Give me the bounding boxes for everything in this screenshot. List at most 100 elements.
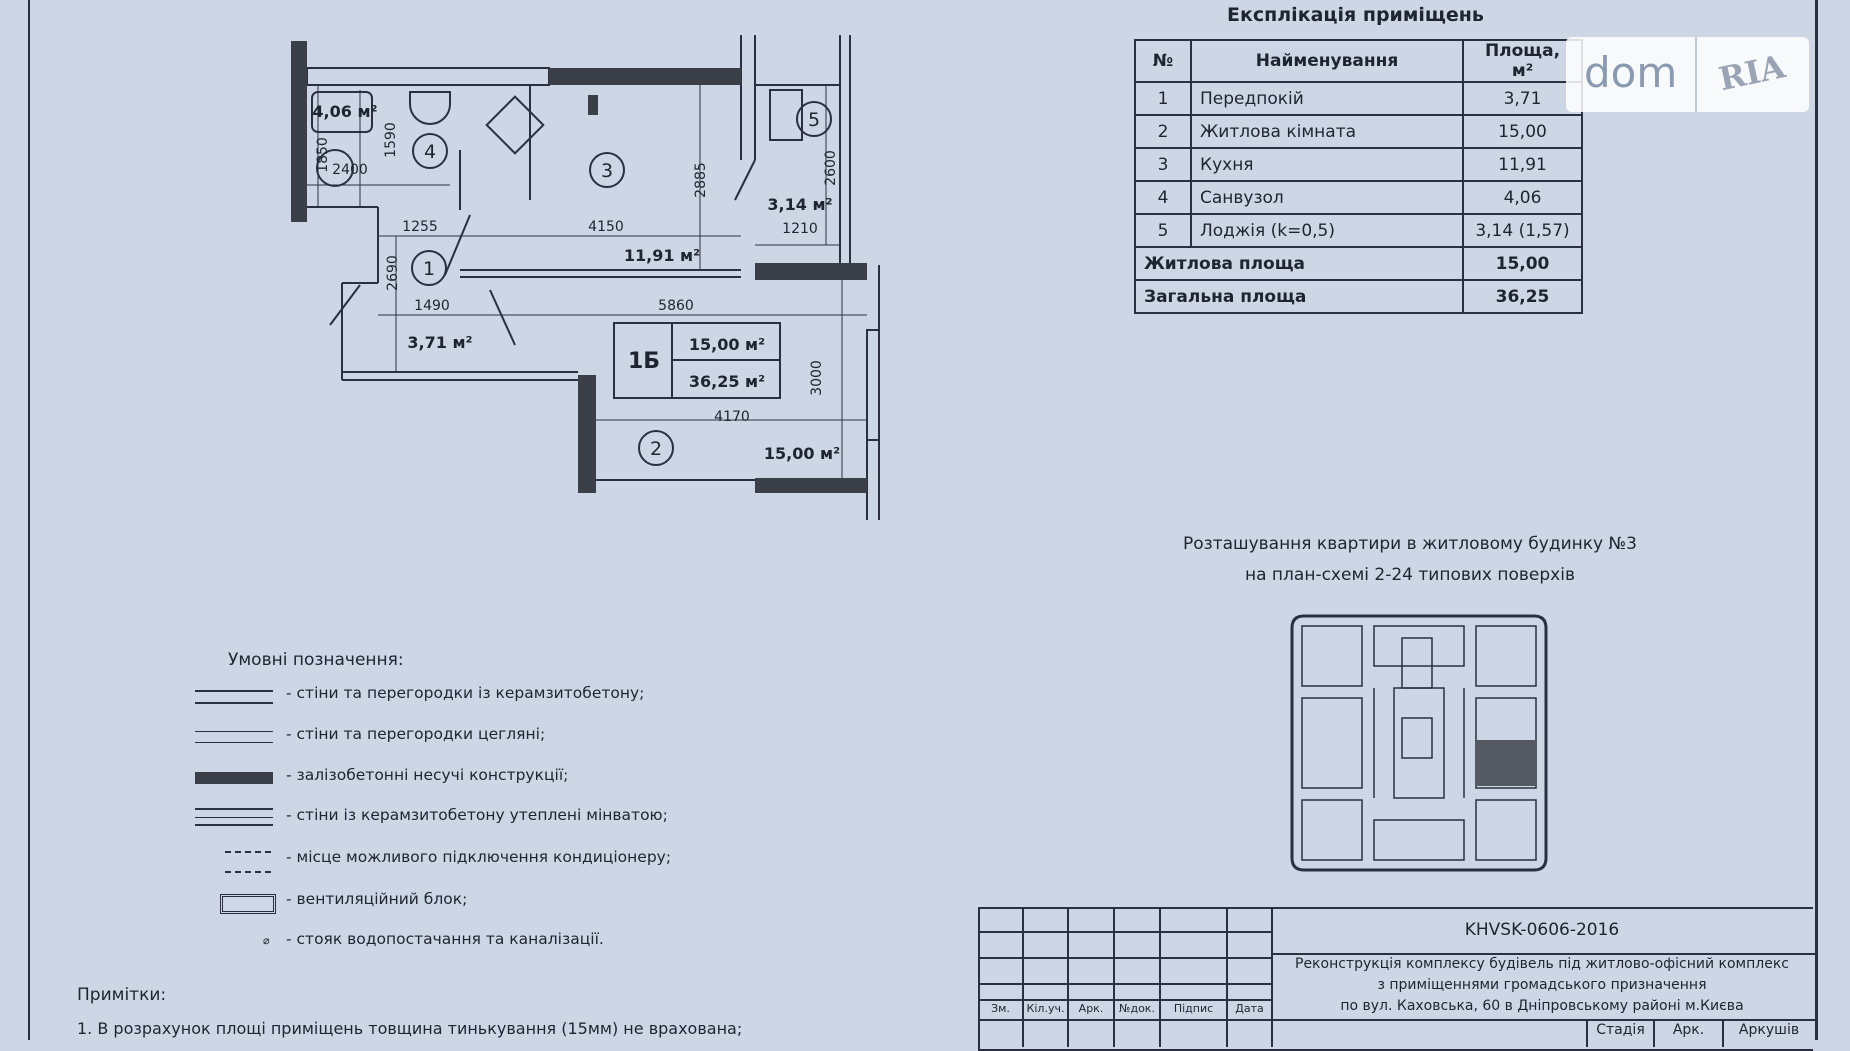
legend-symbol-riser-icon: ⌀ <box>263 934 270 947</box>
room-3-area: 11,91 м² <box>624 246 700 265</box>
legend-item: - залізобетонні несучі конструкції; <box>286 766 569 784</box>
legend-item: - стояк водопостачання та каналізації. <box>286 930 604 948</box>
col-ark: Арк. <box>1078 1002 1104 1015</box>
sheets-label: Аркушів <box>1738 1022 1800 1038</box>
legend-title: Умовні позначення: <box>228 650 404 670</box>
room-2-marker <box>638 430 674 466</box>
building-floor-schema <box>1290 614 1548 872</box>
room-5-area: 3,14 м² <box>767 195 832 214</box>
legend-item: - стіни із керамзитобетону утеплені мінв… <box>286 806 668 824</box>
project-desc-2: з приміщеннями громадського призначення <box>1377 977 1707 993</box>
title-block-grid <box>978 907 1818 1047</box>
cell-area: 11,91 <box>1462 147 1583 182</box>
legend-symbol-insulated-wall <box>195 808 273 826</box>
dim-5860: 5860 <box>658 298 694 314</box>
living-area-value: 15,00 <box>1462 246 1583 281</box>
cell-area: 3,14 (1,57) <box>1462 213 1583 248</box>
legend-item: - вентиляційний блок; <box>286 890 468 908</box>
legend-item: - місце можливого підключення кондиціоне… <box>286 848 672 866</box>
dim-2885: 2885 <box>693 162 709 198</box>
window-strip <box>306 67 550 86</box>
col-sign: Підпис <box>1173 1002 1214 1015</box>
table-header: № Найменування Площа, м² <box>1134 39 1583 83</box>
floor-plan: 4 3 5 1 2 4,06 м² 3,14 м² 11,91 м² 3,71 … <box>291 35 880 520</box>
location-line-2: на план-схемі 2-24 типових поверхів <box>1245 565 1575 585</box>
sheet-label: Арк. <box>1672 1022 1705 1038</box>
cell-no: 1 <box>1134 81 1192 116</box>
cell-no: 5 <box>1134 213 1192 248</box>
logo-ria: RIA <box>1715 46 1789 98</box>
dim-3000: 3000 <box>809 360 825 396</box>
cell-name: Кухня <box>1190 147 1464 182</box>
room-5-number: 5 <box>808 109 820 131</box>
living-area-label: Житлова площа <box>1134 246 1464 281</box>
title-block-columns: Зм. Кіл.уч. Арк. №док. Підпис Дата <box>978 1002 1274 1015</box>
dim-1210: 1210 <box>782 221 818 237</box>
legend-symbol-brick-wall <box>195 731 273 743</box>
cell-area: 4,06 <box>1462 180 1583 215</box>
room-4-marker <box>412 133 448 169</box>
room-3-number: 3 <box>601 160 613 182</box>
project-desc-3: по вул. Каховська, 60 в Дніпровському ра… <box>1340 998 1744 1014</box>
col-zm: Зм. <box>991 1002 1010 1015</box>
sheet-border-right <box>1815 0 1818 1040</box>
header-area: Площа, м² <box>1462 39 1583 83</box>
room-1-number: 1 <box>423 258 435 280</box>
cell-no: 3 <box>1134 147 1192 182</box>
dim-1850: 1850 <box>315 137 331 173</box>
legend-item: - стіни та перегородки із керамзитобетон… <box>286 684 645 702</box>
header-no: № <box>1134 39 1192 83</box>
dim-1255: 1255 <box>402 219 438 235</box>
dim-1490: 1490 <box>414 298 450 314</box>
cell-area: 15,00 <box>1462 114 1583 149</box>
apartment-living-area: 15,00 м² <box>689 335 765 354</box>
cell-name: Санвузол <box>1190 180 1464 215</box>
dim-2690: 2690 <box>385 255 401 291</box>
dim-1590: 1590 <box>383 122 399 158</box>
cell-area: 3,71 <box>1462 81 1583 116</box>
room-5-marker <box>796 101 832 137</box>
room-4-number: 4 <box>424 141 436 163</box>
total-area-label: Загальна площа <box>1134 279 1464 314</box>
dim-2600: 2600 <box>823 150 839 186</box>
legend-symbol-concrete <box>195 772 273 784</box>
room-3-marker <box>589 152 625 188</box>
room-4-area: 4,06 м² <box>312 102 377 121</box>
col-doc: №док. <box>1119 1002 1155 1015</box>
notes-title: Примітки: <box>77 985 167 1005</box>
project-desc-1: Реконструкція комплексу будівель під жит… <box>1295 956 1789 972</box>
cell-name: Передпокій <box>1190 81 1464 116</box>
sheet-border-left <box>28 0 30 1040</box>
total-area-value: 36,25 <box>1462 279 1583 314</box>
cell-name: Житлова кімната <box>1190 114 1464 149</box>
cell-name: Лоджія (k=0,5) <box>1190 213 1464 248</box>
highlighted-apartment <box>1476 740 1536 786</box>
dim-4150: 4150 <box>588 219 624 235</box>
legend-symbol-ceramsite-wall <box>195 690 273 704</box>
room-1-area: 3,71 м² <box>407 333 472 352</box>
concrete-wall <box>291 41 307 222</box>
cell-no: 2 <box>1134 114 1192 149</box>
apartment-total-area: 36,25 м² <box>689 372 765 391</box>
explication-title: Експлікація приміщень <box>1227 4 1484 26</box>
legend-symbol-vent-block <box>220 894 276 914</box>
cell-no: 4 <box>1134 180 1192 215</box>
room-2-area: 15,00 м² <box>764 444 840 463</box>
project-code: KHVSK-0606-2016 <box>1464 920 1620 940</box>
logo-dom: dom <box>1566 37 1698 112</box>
col-kil: Кіл.уч. <box>1026 1002 1065 1015</box>
room-1-marker <box>411 250 447 286</box>
dim-2400: 2400 <box>332 162 368 178</box>
dim-4170: 4170 <box>714 409 750 425</box>
domria-watermark-logo: dom RIA <box>1566 37 1809 112</box>
legend-symbol-ac <box>225 851 271 873</box>
stage-label: Стадія <box>1596 1022 1645 1038</box>
header-name: Найменування <box>1190 39 1464 83</box>
